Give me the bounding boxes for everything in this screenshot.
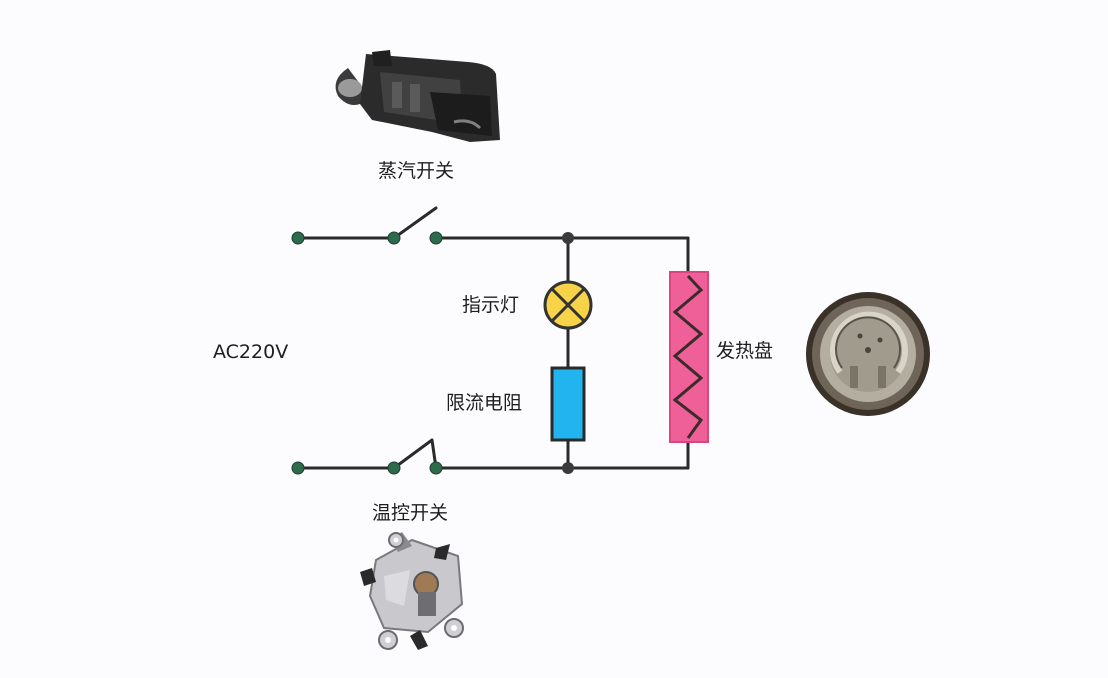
terminal-steam-pivot [387, 231, 401, 245]
indicator-lamp-symbol [543, 280, 593, 330]
steam-switch-symbol [392, 206, 438, 240]
junction-bottom [562, 462, 574, 474]
heater-symbol [669, 271, 709, 443]
steam-switch-blade [392, 206, 438, 240]
resistor-label: 限流电阻 [446, 392, 523, 414]
resistor-symbol [550, 366, 586, 442]
thermostat-switch-symbol [392, 438, 438, 470]
thermostat-switch-blade [392, 438, 438, 470]
thermostat-switch-photo [360, 532, 464, 650]
terminal-thermostat-pivot [387, 461, 401, 475]
junctions [562, 232, 574, 474]
terminal-top-left [291, 231, 305, 245]
terminal-steam-contact [429, 231, 443, 245]
terminal-bottom-left [291, 461, 305, 475]
junction-top [562, 232, 574, 244]
steam-switch-label: 蒸汽开关 [378, 160, 455, 182]
wires [296, 236, 690, 470]
indicator-lamp-label: 指示灯 [462, 294, 520, 316]
terminal-thermostat-contact [429, 461, 443, 475]
heating-plate-photo [806, 292, 930, 416]
terminals [291, 231, 443, 475]
heating-plate-label: 发热盘 [716, 340, 774, 362]
steam-switch-photo [335, 50, 500, 142]
power-source-label: AC220V [213, 341, 289, 363]
thermostat-switch-label: 温控开关 [372, 502, 449, 524]
